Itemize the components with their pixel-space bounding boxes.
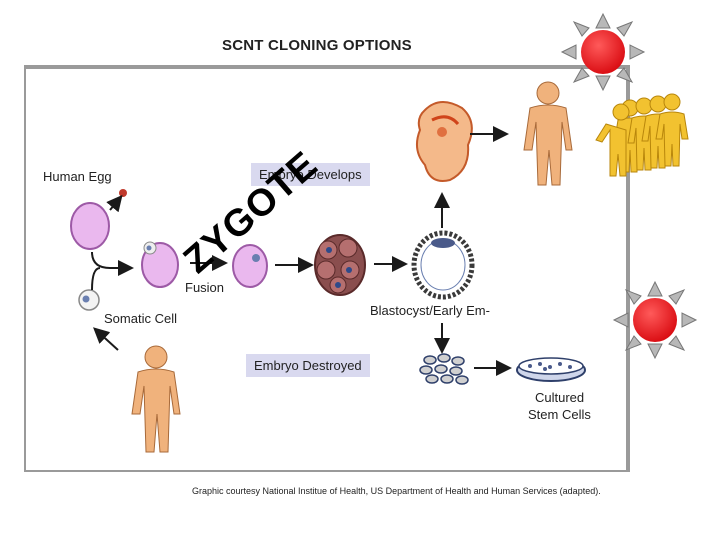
blastocyst xyxy=(411,230,475,300)
fetus-image xyxy=(415,101,473,182)
blastocyst-label: Blastocyst/Early Em- xyxy=(370,303,490,318)
donor-arrow xyxy=(93,327,119,351)
dissociated-cells xyxy=(419,353,469,385)
culture-dish xyxy=(516,357,586,382)
donor-human-figure xyxy=(131,345,181,453)
diagram-title: SCNT CLONING OPTIONS xyxy=(222,37,412,54)
diagram-frame xyxy=(24,65,630,472)
human-egg-label: Human Egg xyxy=(43,169,112,184)
fused-cell xyxy=(232,244,268,288)
cultured-label: Cultured xyxy=(535,390,585,405)
somatic-cell-label: Somatic Cell xyxy=(104,311,177,326)
egg-nucleus-icon xyxy=(119,189,127,197)
stem-cells-label: Stem Cells xyxy=(528,407,591,422)
morula-embryo xyxy=(314,234,366,296)
image-credit: Graphic courtesy National Institue of He… xyxy=(192,486,601,496)
cloned-human-figure xyxy=(523,81,573,186)
somatic-cell xyxy=(78,289,100,311)
fusion-label: Fusion xyxy=(185,280,225,295)
red-sun-icon xyxy=(612,280,698,360)
merge-arrow xyxy=(91,251,134,276)
enucleation-arrow xyxy=(106,194,123,213)
embryo-develops-label: Embryo Develops xyxy=(251,163,370,186)
human-egg-cell xyxy=(70,202,110,250)
egg-with-somatic-cell xyxy=(141,241,179,288)
clone-figures-icon xyxy=(595,93,689,177)
embryo-destroyed-label: Embryo Destroyed xyxy=(246,354,370,377)
red-sun-icon xyxy=(560,12,646,92)
